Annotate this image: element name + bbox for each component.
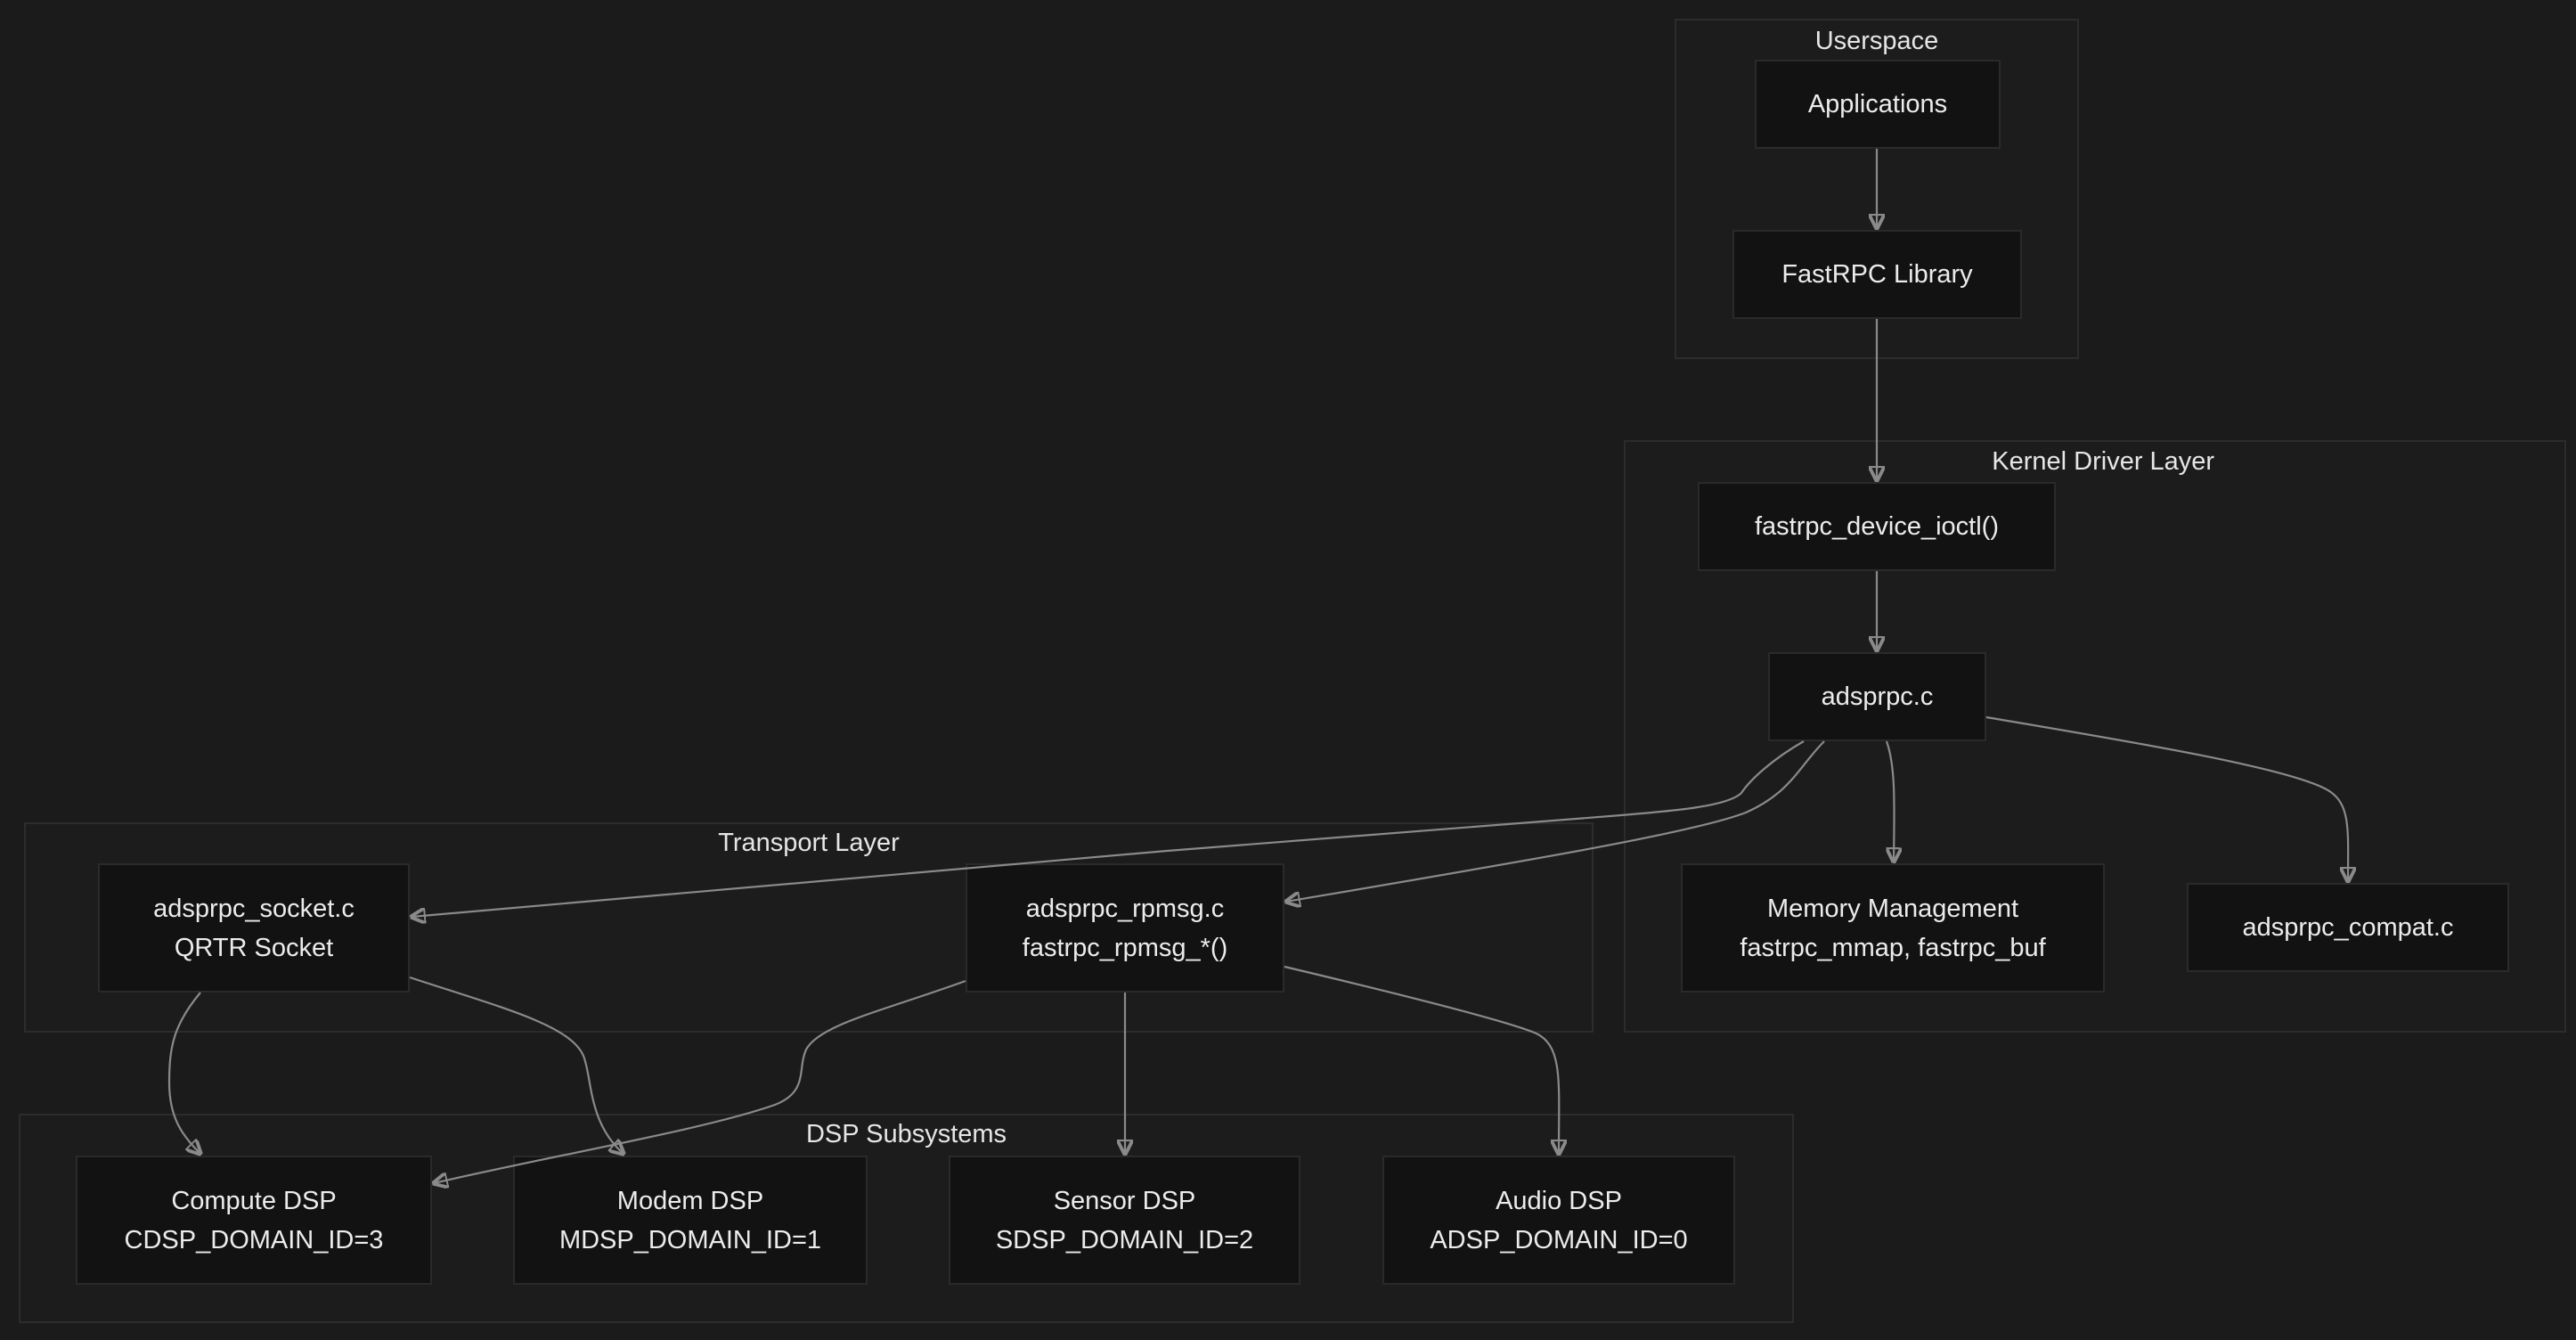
group-transport-title: Transport Layer (718, 829, 900, 857)
node-adsprpc-c-label: adsprpc.c (1821, 682, 1934, 711)
node-audio-dsp-line1: Audio DSP (1496, 1186, 1622, 1215)
node-audio-dsp[interactable]: Audio DSP ADSP_DOMAIN_ID=0 (1382, 1156, 1735, 1285)
node-modem-dsp-line2: MDSP_DOMAIN_ID=1 (558, 1225, 822, 1254)
node-compute-dsp[interactable]: Compute DSP CDSP_DOMAIN_ID=3 (76, 1156, 432, 1285)
node-modem-dsp[interactable]: Modem DSP MDSP_DOMAIN_ID=1 (513, 1156, 868, 1285)
node-memory-management-line2: fastrpc_mmap, fastrpc_buf (1740, 933, 2046, 962)
node-adsprpc-compat[interactable]: adsprpc_compat.c (2187, 883, 2509, 972)
node-adsprpc-rpmsg-line1: adsprpc_rpmsg.c (1025, 894, 1225, 923)
group-kernel-title: Kernel Driver Layer (1992, 447, 2215, 476)
node-sensor-dsp-line2: SDSP_DOMAIN_ID=2 (995, 1225, 1254, 1254)
node-adsprpc-rpmsg[interactable]: adsprpc_rpmsg.c fastrpc_rpmsg_*() (966, 863, 1284, 993)
node-adsprpc-socket[interactable]: adsprpc_socket.c QRTR Socket (98, 863, 410, 993)
node-adsprpc-c[interactable]: adsprpc.c (1768, 652, 1986, 741)
node-applications[interactable]: Applications (1755, 60, 2001, 149)
node-fastrpc-library[interactable]: FastRPC Library (1732, 230, 2022, 319)
node-sensor-dsp-line1: Sensor DSP (1053, 1186, 1196, 1215)
node-adsprpc-socket-line1: adsprpc_socket.c (153, 894, 355, 923)
node-fastrpc-library-label: FastRPC Library (1781, 260, 1973, 289)
node-compute-dsp-line1: Compute DSP (171, 1186, 337, 1215)
node-audio-dsp-line2: ADSP_DOMAIN_ID=0 (1430, 1225, 1688, 1254)
node-adsprpc-compat-label: adsprpc_compat.c (2242, 913, 2454, 942)
node-memory-management-line1: Memory Management (1766, 894, 2019, 923)
node-adsprpc-rpmsg-line2: fastrpc_rpmsg_*() (1022, 933, 1228, 962)
node-memory-management[interactable]: Memory Management fastrpc_mmap, fastrpc_… (1681, 863, 2105, 993)
node-compute-dsp-line2: CDSP_DOMAIN_ID=3 (124, 1225, 384, 1254)
node-adsprpc-socket-line2: QRTR Socket (174, 933, 334, 962)
node-applications-label: Applications (1807, 90, 1948, 118)
group-dsp-title: DSP Subsystems (805, 1120, 1007, 1148)
node-modem-dsp-line1: Modem DSP (616, 1186, 764, 1215)
node-fastrpc-device-ioctl[interactable]: fastrpc_device_ioctl() (1698, 482, 2056, 571)
node-sensor-dsp[interactable]: Sensor DSP SDSP_DOMAIN_ID=2 (949, 1156, 1300, 1285)
group-userspace-title: Userspace (1814, 27, 1939, 55)
node-device-ioctl-label: fastrpc_device_ioctl() (1755, 512, 1999, 541)
